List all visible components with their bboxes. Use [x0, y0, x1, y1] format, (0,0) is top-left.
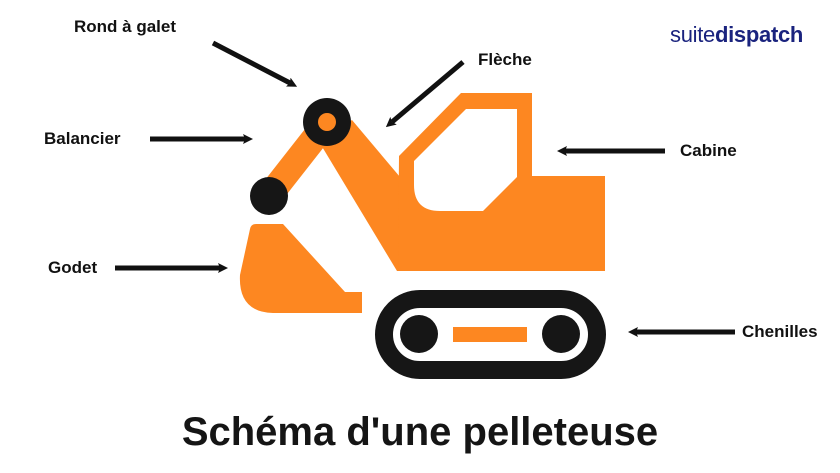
pivot-arm-bucket [250, 177, 288, 215]
boom [318, 120, 400, 271]
label-balancier: Balancier [44, 129, 121, 148]
track-center-bar [453, 327, 527, 342]
logo-part-suite: suite [670, 22, 715, 47]
bucket [239, 224, 362, 313]
track-wheel-right [542, 315, 580, 353]
track-wheel-left [400, 315, 438, 353]
cab-body [398, 93, 605, 271]
label-godet: Godet [48, 258, 98, 277]
suitedispatch-logo: suitedispatch [670, 22, 803, 48]
label-rond-a-galet: Rond à galet [74, 17, 177, 36]
label-cabine: Cabine [680, 141, 737, 160]
arrow-fleche [385, 60, 465, 128]
logo-part-dispatch: dispatch [714, 22, 804, 47]
label-chenilles: Chenilles [742, 322, 818, 341]
arrow-rond-a-galet [211, 40, 298, 87]
label-fleche: Flèche [478, 50, 532, 69]
diagram-title: Schéma d'une pelleteuse [181, 410, 659, 454]
pivot-top-center [318, 113, 336, 131]
track [375, 290, 606, 379]
